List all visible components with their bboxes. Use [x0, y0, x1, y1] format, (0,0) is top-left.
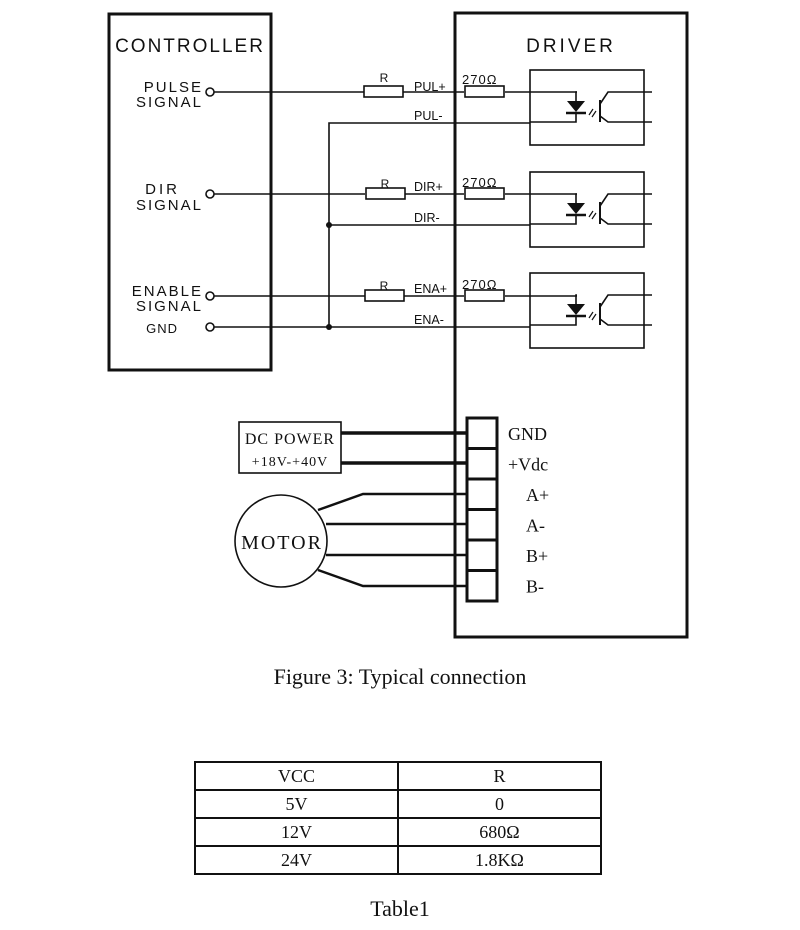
resistor-r-dir — [365, 187, 406, 200]
terminal-label: B+ — [526, 546, 548, 566]
table-caption: Table1 — [370, 896, 430, 921]
pulse-signal-label-1: PULSE — [144, 79, 203, 96]
led-icon — [567, 101, 585, 112]
junction-dot — [326, 222, 332, 228]
resistor-270-pul — [464, 85, 505, 98]
resistor-r-ena — [364, 289, 405, 302]
terminal-label: B- — [526, 577, 544, 597]
table-header-vcc: VCC — [194, 761, 399, 791]
dc-power-label: DC POWER — [245, 431, 335, 448]
gnd-label: GND — [146, 321, 178, 336]
dir-plus-label: DIR+ — [414, 180, 443, 194]
terminal-label: A+ — [526, 485, 549, 505]
resistor-270-ena — [464, 289, 505, 302]
resistor-270-label: 270Ω — [462, 175, 497, 190]
table-cell: 5V — [194, 789, 399, 819]
dir-terminal — [205, 189, 215, 199]
ena-plus-label: ENA+ — [414, 282, 447, 296]
junction-dot — [326, 324, 332, 330]
table-row: 12V 680Ω — [194, 817, 602, 847]
table-cell: 12V — [194, 817, 399, 847]
terminal-label: GND — [508, 424, 547, 444]
terminal-label: A- — [526, 516, 545, 536]
enable-terminal — [205, 291, 215, 301]
driver-box — [453, 11, 689, 639]
gnd-terminal — [205, 322, 215, 332]
pul-plus-label: PUL+ — [414, 80, 446, 94]
enable-signal-label-1: ENABLE — [132, 283, 203, 300]
table-cell: 1.8KΩ — [397, 845, 602, 875]
table-row: 5V 0 — [194, 789, 602, 819]
dc-power-voltage: +18V-+40V — [252, 455, 328, 470]
terminal-label: +Vdc — [508, 455, 548, 475]
resistor-label: R — [381, 177, 390, 191]
optocoupler — [529, 272, 652, 349]
pulse-signal-label-2: SIGNAL — [136, 94, 203, 111]
resistor-table: VCC R 5V 0 12V 680Ω 24V 1.8KΩ — [194, 761, 602, 875]
resistor-label: R — [380, 71, 389, 85]
table-cell: 0 — [397, 789, 602, 819]
resistor-label: R — [380, 279, 389, 293]
dc-power-box — [238, 421, 342, 474]
pul-minus-label: PUL- — [414, 109, 442, 123]
dir-signal-label-1: DIR — [145, 181, 180, 198]
led-icon — [567, 304, 585, 315]
table-cell: 680Ω — [397, 817, 602, 847]
controller-title: CONTROLLER — [115, 36, 265, 57]
driver-title: DRIVER — [526, 36, 616, 57]
dir-signal-label-2: SIGNAL — [136, 197, 203, 214]
motor-label: MOTOR — [241, 532, 323, 554]
table-cell: 24V — [194, 845, 399, 875]
controller-box — [107, 12, 273, 372]
motor-circle — [234, 494, 328, 588]
dir-minus-label: DIR- — [414, 211, 440, 225]
resistor-270-label: 270Ω — [462, 72, 497, 87]
pulse-terminal — [205, 87, 215, 97]
table-header-row: VCC R — [194, 761, 602, 791]
table-row: 24V 1.8KΩ — [194, 845, 602, 875]
table-header-r: R — [397, 761, 602, 791]
ena-minus-label: ENA- — [414, 313, 444, 327]
optocoupler — [529, 69, 652, 146]
power-wires — [317, 431, 467, 588]
resistor-270-label: 270Ω — [462, 277, 497, 292]
enable-signal-label-2: SIGNAL — [136, 298, 203, 315]
led-icon — [567, 203, 585, 214]
figure-caption: Figure 3: Typical connection — [273, 664, 527, 689]
resistor-r-pul — [363, 85, 404, 98]
wiring-diagram: CONTROLLER PULSE SIGNAL DIR SIGNAL ENABL… — [107, 11, 689, 639]
optocoupler — [529, 171, 652, 248]
resistor-270-dir — [464, 187, 505, 200]
